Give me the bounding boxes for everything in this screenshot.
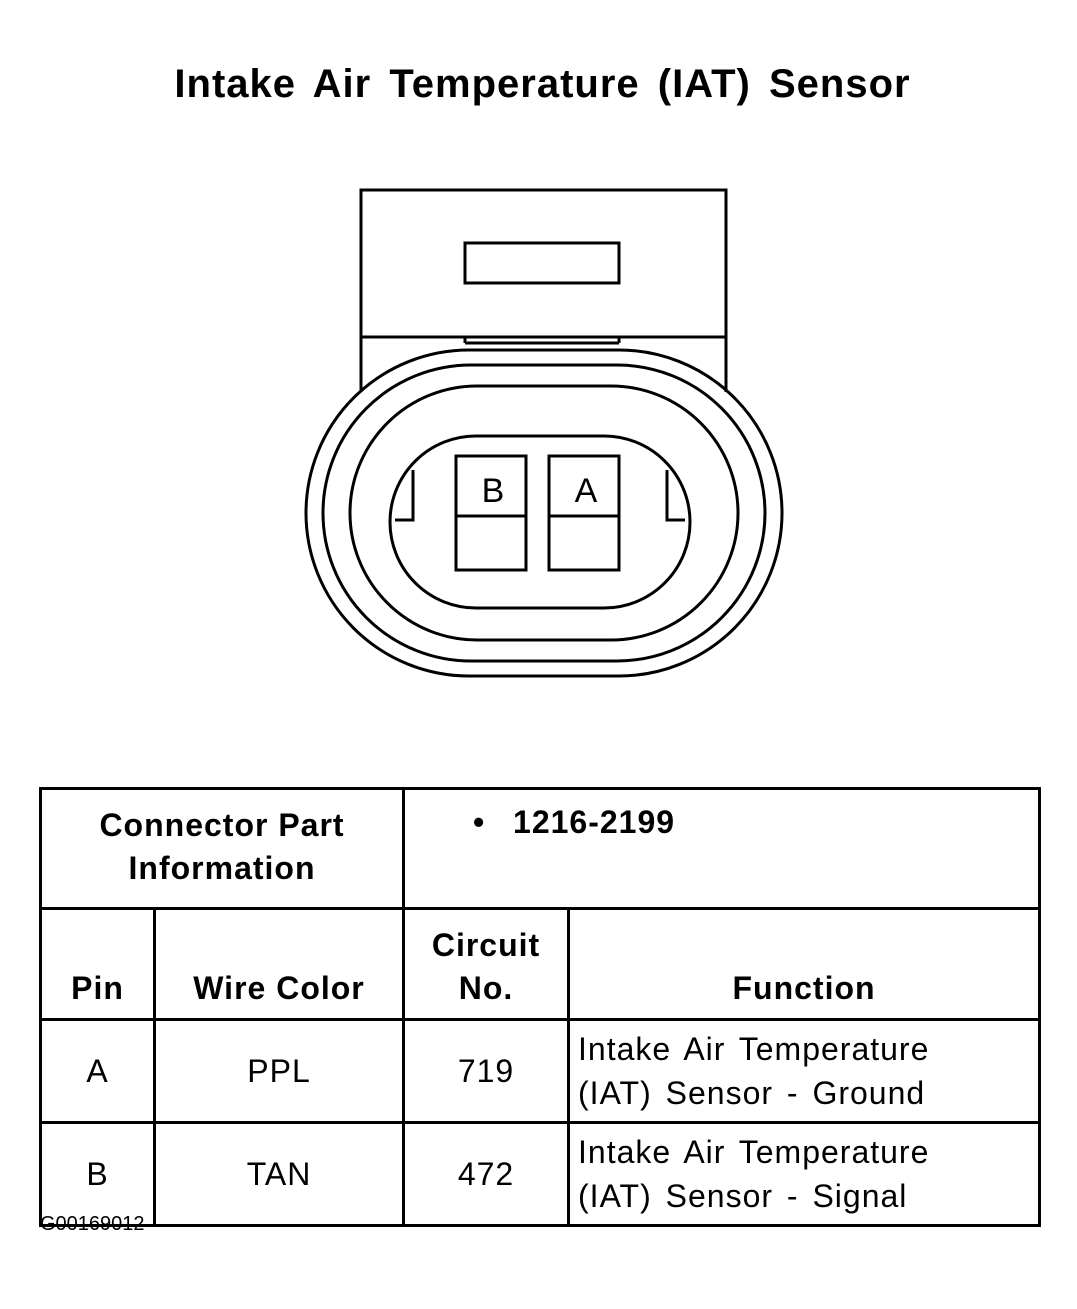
cell-wire-color: PPL [152, 1018, 406, 1124]
pinout-table: Connector Part Information • 1216-2199 Pi… [38, 787, 1042, 1227]
part-number: 1216-2199 [513, 804, 676, 840]
figure-id: G00169012 [40, 1213, 145, 1235]
cell-function-line2: (IAT) Sensor - Ground [578, 1075, 926, 1111]
cell-function-line1: Intake Air Temperature [578, 1134, 930, 1170]
header-circuit-no: Circuit No. [402, 907, 571, 1021]
connector-outer-ring [304, 348, 784, 678]
bullet-icon: • [473, 804, 486, 840]
header-circuit-line1: Circuit [431, 927, 541, 963]
cell-circuit: 472 [402, 1121, 571, 1227]
cell-pin: B [39, 1121, 156, 1227]
terminal-b [454, 454, 528, 572]
connector-inner-ring [348, 384, 740, 642]
part-info-label-line2: Information [128, 850, 316, 886]
connector-latch-housing [359, 188, 728, 339]
header-wire-color: Wire Color [152, 907, 406, 1021]
column-header-row: Pin Wire Color Circuit No. Function [39, 907, 1042, 1021]
connector-middle-ring [321, 363, 767, 663]
part-info-row: Connector Part Information • 1216-2199 [38, 787, 1042, 910]
connector-right-guide [665, 470, 685, 522]
pin-label-b: B [482, 472, 505, 510]
table-row: A PPL 719 Intake Air Temperature (IAT) S… [39, 1018, 1042, 1124]
cell-function: Intake Air Temperature (IAT) Sensor - Si… [567, 1121, 1042, 1227]
cell-function-line2: (IAT) Sensor - Signal [578, 1178, 908, 1214]
diagram-title: Intake Air Temperature (IAT) Sensor [174, 62, 911, 106]
terminal-a [547, 454, 621, 572]
part-info-value: • 1216-2199 [402, 787, 1042, 910]
header-circuit-line2: No. [458, 970, 514, 1006]
connector-illustration: B A [304, 188, 784, 678]
header-function: Function [567, 907, 1042, 1021]
header-pin: Pin [39, 907, 156, 1021]
cell-wire-color: TAN [152, 1121, 406, 1227]
table-row: B TAN 472 Intake Air Temperature (IAT) S… [39, 1121, 1042, 1227]
cell-function-line1: Intake Air Temperature [578, 1031, 930, 1067]
part-info-label-line1: Connector Part [99, 807, 345, 843]
cell-pin: A [39, 1018, 156, 1124]
pin-label-a: A [575, 472, 598, 510]
connector-cavity [388, 434, 692, 610]
connector-left-guide [395, 470, 415, 522]
cell-circuit: 719 [402, 1018, 571, 1124]
cell-function: Intake Air Temperature (IAT) Sensor - Gr… [567, 1018, 1042, 1124]
connector-latch-tab [463, 241, 621, 285]
part-info-label: Connector Part Information [38, 787, 406, 910]
